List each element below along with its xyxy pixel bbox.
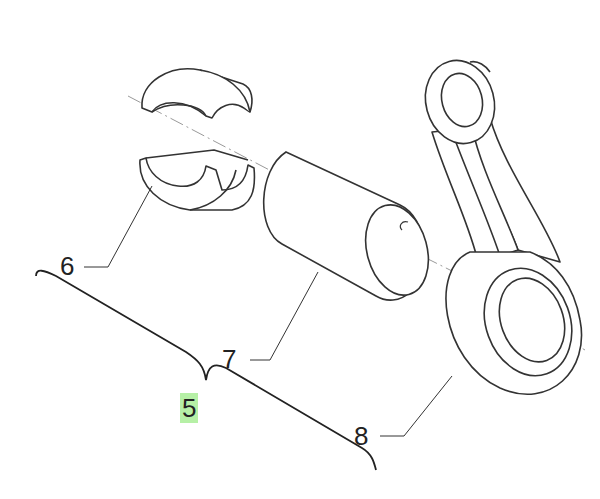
piston-pin	[264, 152, 438, 302]
callout-number: 5	[180, 393, 198, 423]
callout-number: 7	[220, 344, 238, 374]
leader-line	[84, 186, 452, 436]
group-bracket	[36, 271, 376, 470]
callout-number: 6	[58, 251, 76, 281]
bearing-shells	[140, 69, 255, 210]
callout-number: 8	[352, 421, 370, 451]
connecting-rod	[416, 53, 586, 395]
